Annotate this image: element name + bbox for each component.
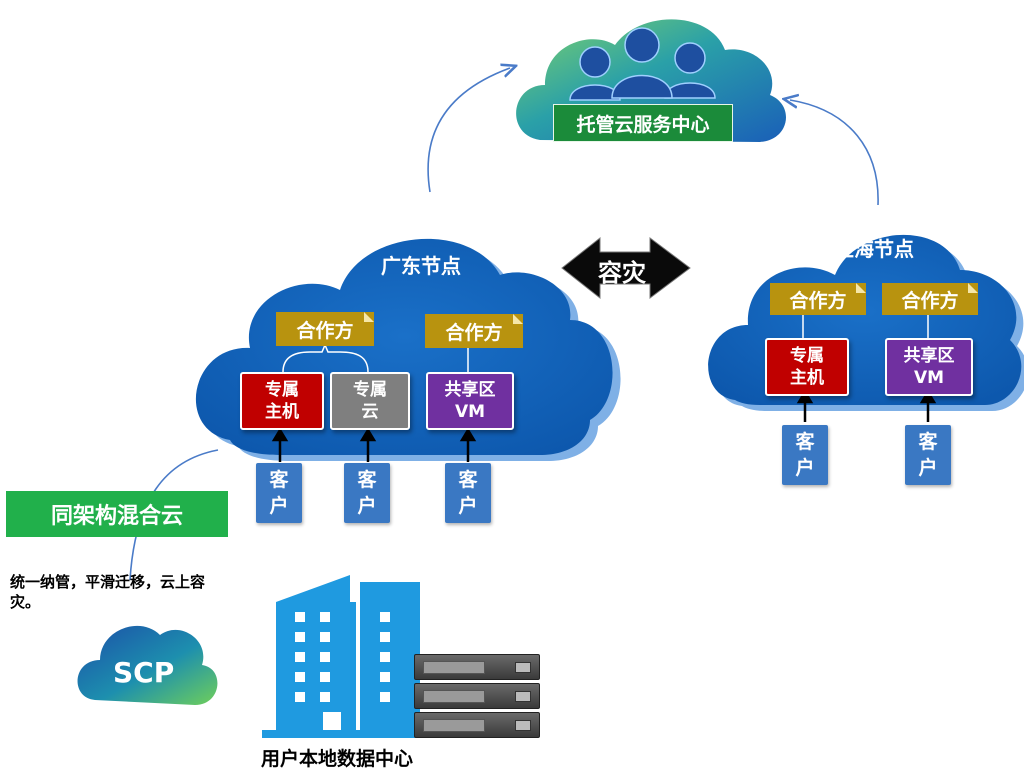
- guangdong-customer-3: 客户: [445, 463, 491, 523]
- guangdong-customer-1: 客户: [256, 463, 302, 523]
- server-rack-3: [414, 712, 540, 738]
- scp-cloud: [77, 625, 218, 705]
- shanghai-dedicated-host: 专属主机: [765, 338, 849, 396]
- shanghai-title: 上海节点: [834, 237, 914, 261]
- guangdong-dedicated-host: 专属主机: [240, 372, 324, 430]
- guangdong-partner-left: 合作方: [276, 312, 374, 346]
- server-rack-2: [414, 683, 540, 709]
- disaster-recovery-label: 容灾: [598, 259, 646, 287]
- guangdong-dedicated-cloud: 专属云: [330, 372, 410, 430]
- arrow-guangdong-to-center: [427, 68, 510, 193]
- scp-label: SCP: [113, 656, 175, 689]
- guangdong-partner-right: 合作方: [425, 314, 523, 348]
- guangdong-customer-2: 客户: [344, 463, 390, 523]
- shanghai-partner-left: 合作方: [770, 283, 866, 315]
- guangdong-title: 广东节点: [381, 254, 461, 278]
- dr-double-arrow: [561, 236, 691, 300]
- service-center-text: 托管云服务中心: [576, 113, 710, 136]
- shanghai-customer-1: 客户: [782, 425, 828, 485]
- datacenter-label: 用户本地数据中心: [261, 748, 414, 770]
- shanghai-partner-right: 合作方: [882, 283, 978, 315]
- arrow-shanghai-to-center: [790, 100, 879, 206]
- server-rack-1: [414, 654, 540, 680]
- hybrid-connector: [129, 449, 219, 581]
- hybrid-cloud-banner: 同架构混合云: [6, 491, 228, 537]
- service-center-label: 托管云服务中心: [553, 104, 733, 142]
- shanghai-customer-2: 客户: [905, 425, 951, 485]
- hybrid-description: 统一纳管，平滑迁移，云上容灾。: [10, 573, 206, 611]
- building-icon: [262, 575, 432, 738]
- support-team-icon: [569, 27, 716, 101]
